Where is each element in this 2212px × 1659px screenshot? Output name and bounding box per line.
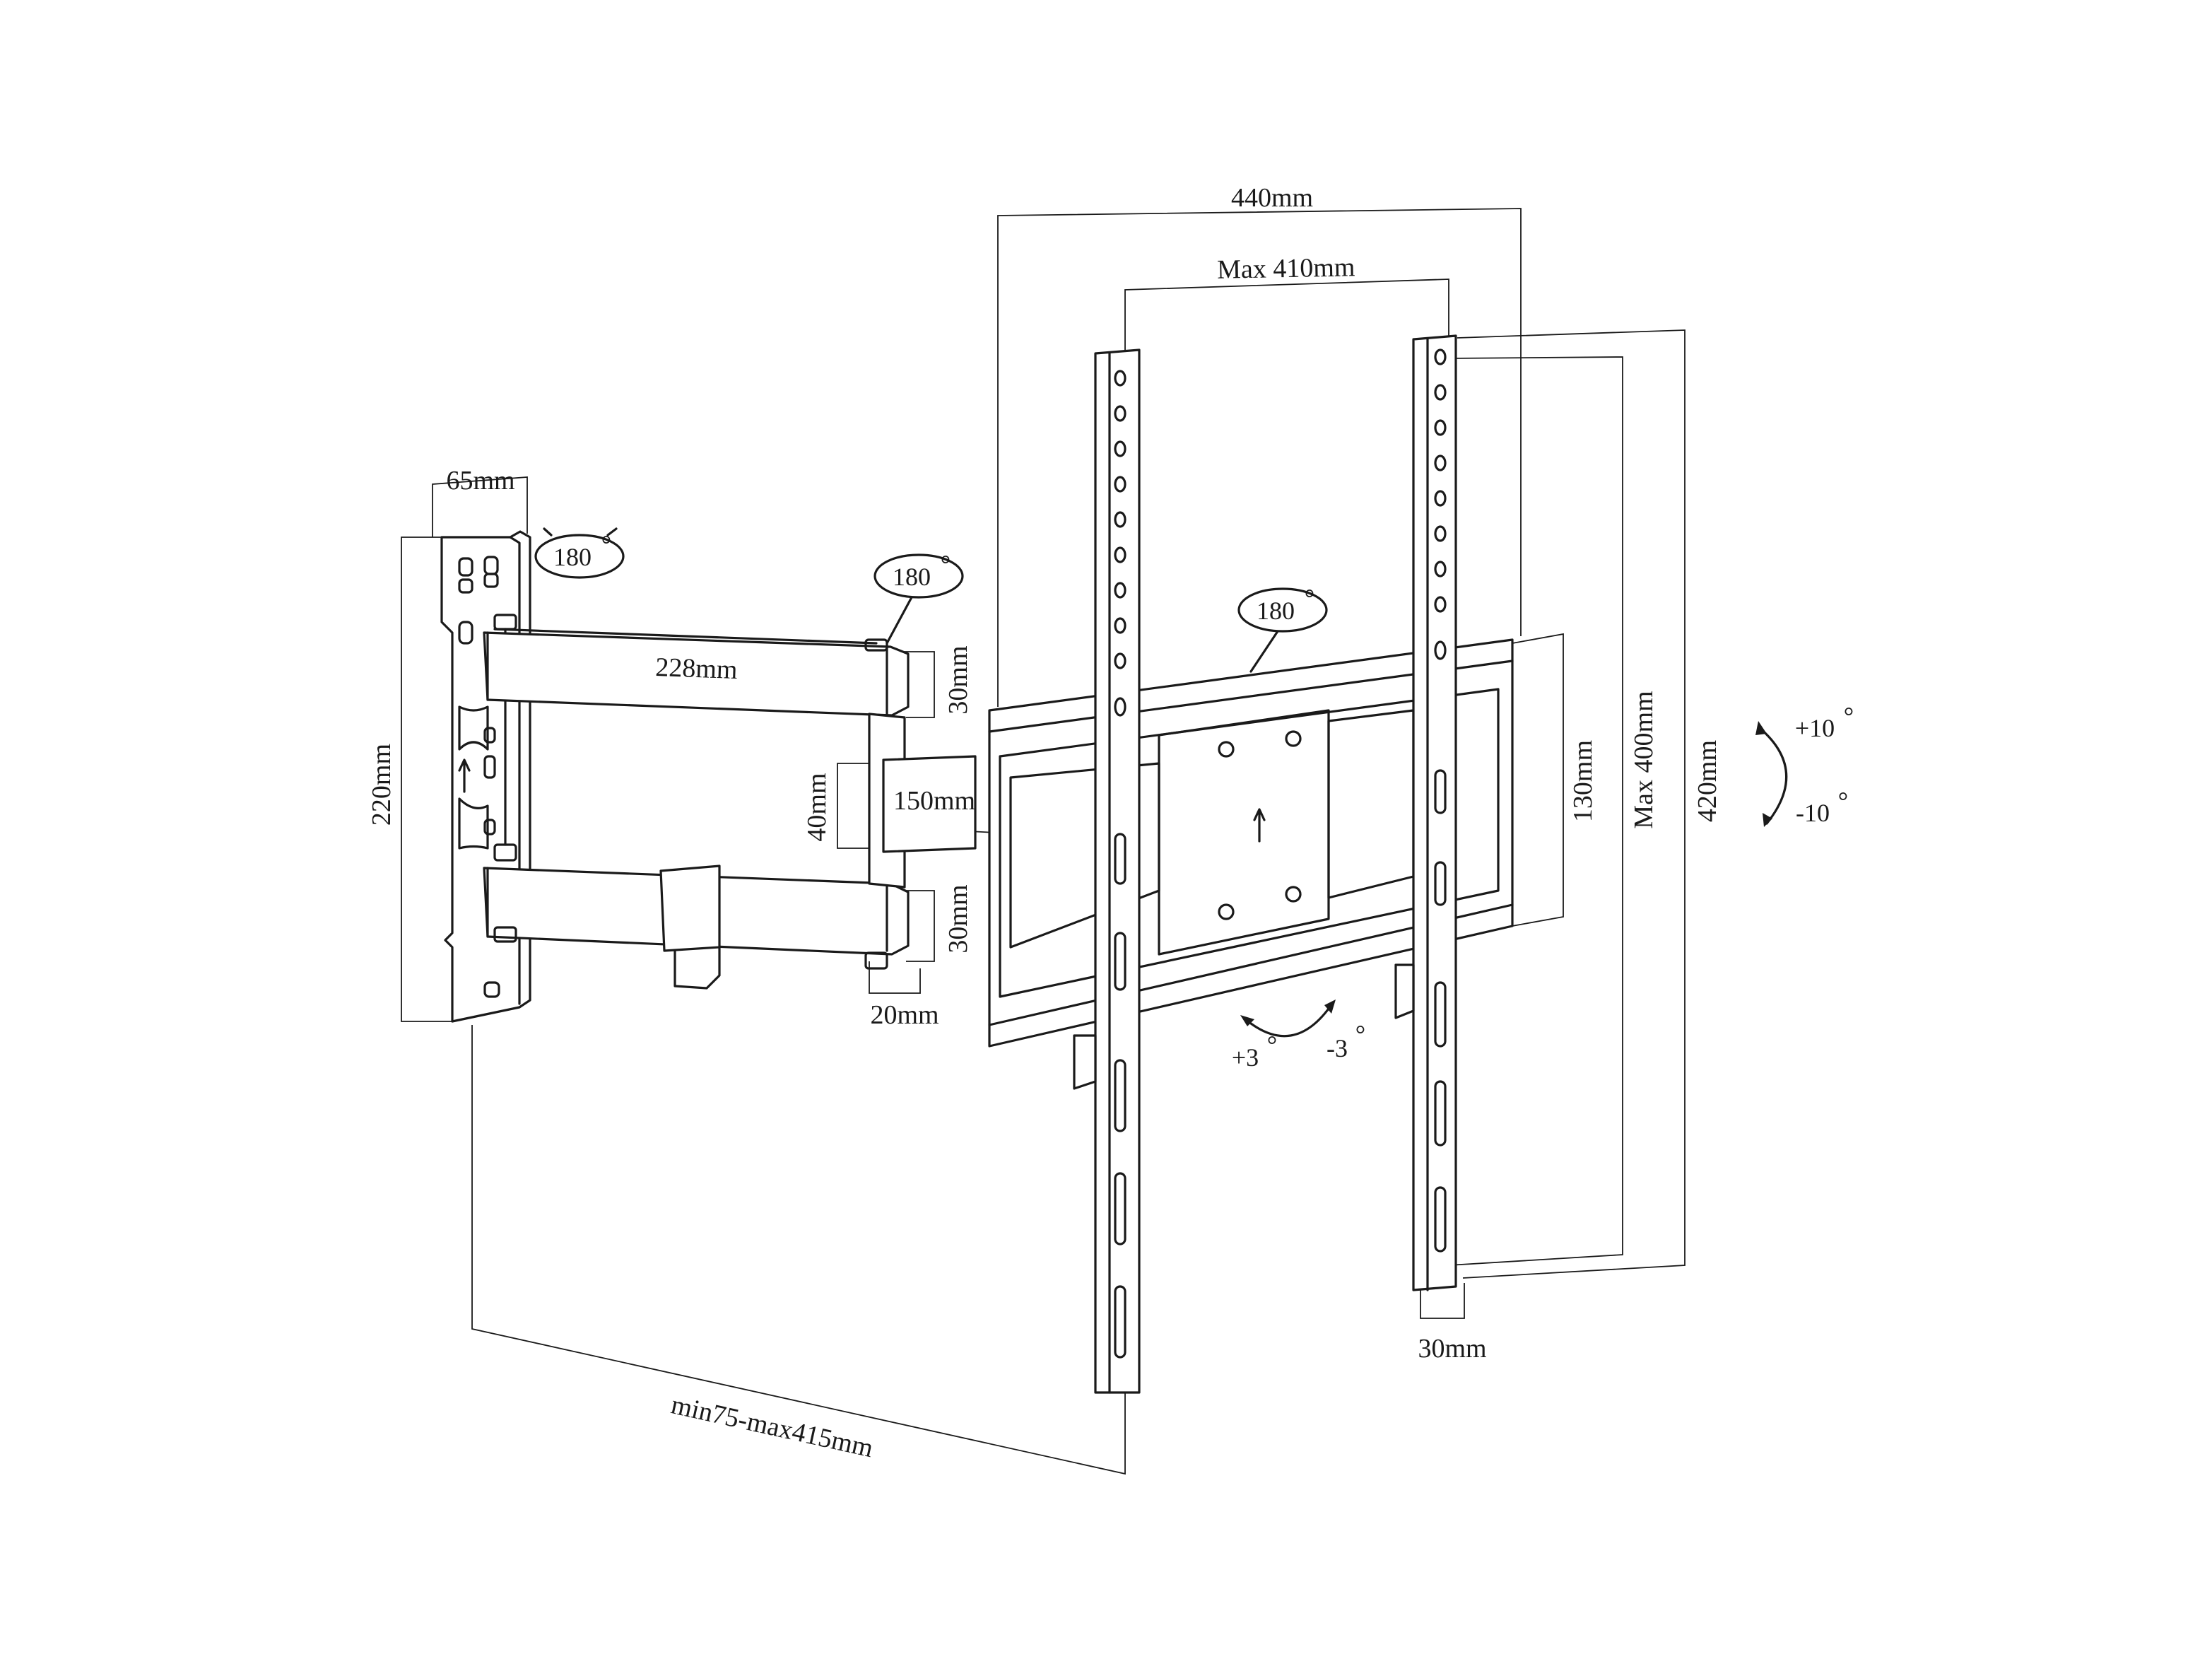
degree-swivel-head: °: [1305, 584, 1314, 612]
label-rotate-minus: -3: [1326, 1034, 1348, 1062]
label-bracket-offset: 150mm: [893, 786, 975, 816]
rail-right: [1394, 334, 1457, 1291]
label-swivel-head: 180: [1257, 597, 1295, 625]
arm-upper: [483, 628, 910, 717]
label-overall-width: 440mm: [1231, 183, 1313, 213]
rail-left: [1073, 348, 1141, 1394]
swivel-head-symbol: [1237, 587, 1328, 673]
arm-pivot-block: [868, 713, 977, 889]
degree-rotate-plus: °: [1267, 1031, 1277, 1059]
label-swivel-wall: 180: [553, 543, 592, 571]
label-arm-lower-thickness: 30mm: [943, 884, 973, 953]
degree-rotate-minus: °: [1355, 1020, 1365, 1048]
label-crossbar-height: 130mm: [1568, 740, 1598, 822]
label-arm-gap: 40mm: [802, 773, 832, 841]
swivel-wall-symbol: [534, 527, 625, 579]
label-wall-distance: min75-max415mm: [669, 1390, 876, 1463]
label-arm-upper-thickness: 30mm: [943, 645, 973, 714]
label-arm-length: 228mm: [655, 652, 739, 685]
label-arm-pin-width: 20mm: [870, 1000, 939, 1030]
label-wall-plate-width: 65mm: [446, 466, 514, 496]
label-max-hole-spacing-horizontal: Max 410mm: [1217, 252, 1355, 284]
degree-swivel-arm: °: [941, 550, 951, 578]
label-max-hole-spacing-vertical: Max 400mm: [1629, 691, 1659, 828]
degree-tilt-down: °: [1838, 787, 1848, 815]
label-rail-width: 30mm: [1418, 1334, 1486, 1364]
degree-tilt-up: °: [1844, 702, 1854, 730]
label-wall-plate-height: 220mm: [367, 744, 396, 826]
arm-lower: [483, 864, 910, 990]
label-tilt-up: +10: [1795, 714, 1835, 742]
tilt-arc-symbol: [1755, 721, 1788, 827]
degree-swivel-wall: °: [601, 530, 611, 558]
wall-plate: [440, 530, 531, 1023]
label-swivel-arm: 180: [893, 563, 931, 591]
label-rotate-plus: +3: [1232, 1043, 1259, 1072]
label-tilt-down: -10: [1796, 799, 1830, 827]
rotate-arc-symbol: [1240, 999, 1336, 1038]
label-rail-height: 420mm: [1693, 740, 1722, 822]
swivel-arm-symbol: [873, 553, 964, 645]
